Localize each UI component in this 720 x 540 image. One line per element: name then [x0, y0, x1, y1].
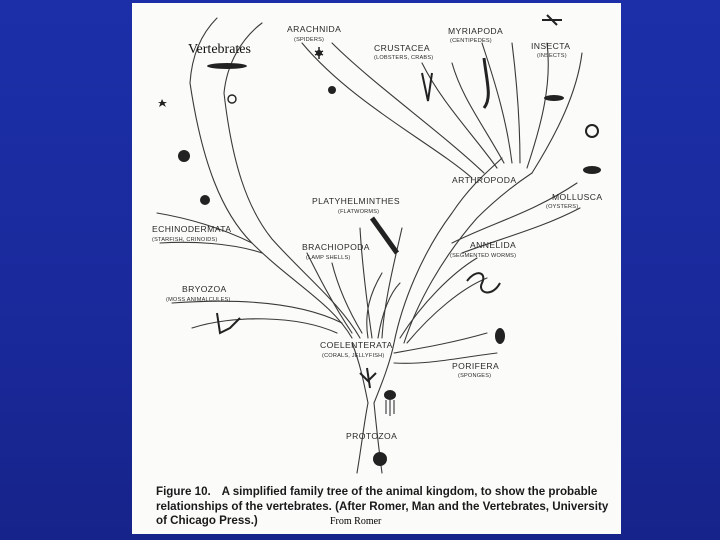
clam-icon — [583, 166, 601, 174]
label-myriapoda: MYRIAPODA — [448, 26, 503, 36]
sea-urchin-icon — [200, 195, 210, 205]
centipede-icon — [482, 57, 490, 109]
branch-brachiopoda — [306, 252, 363, 334]
sponge-icon — [495, 328, 505, 344]
branch-bryozoa — [171, 300, 343, 334]
label-coelenterata: COELENTERATA — [320, 340, 393, 350]
label-brachiopoda: BRACHIOPODA — [302, 242, 370, 252]
credit-text: From Romer — [330, 516, 382, 527]
label-bryozoa: BRYOZOA — [182, 284, 227, 294]
caption-number: Figure 10. — [156, 485, 211, 498]
label-echinodermata: ECHINODERMATA — [152, 224, 231, 234]
branch-platyhelminthes — [359, 227, 403, 339]
label-bryozoa-sub: (MOSS ANIMALCULES) — [166, 297, 231, 303]
label-annelida: ANNELIDA — [470, 240, 516, 250]
organism-illustrations — [158, 14, 601, 466]
label-arachnida-sub: (SPIDERS) — [294, 37, 324, 43]
label-myriapoda-sub: (CENTIPEDES) — [450, 38, 492, 44]
coral-icon — [359, 367, 377, 389]
branch-arachnida — [301, 42, 485, 179]
worm-icon — [466, 272, 501, 294]
caption-text: A simplified family tree of the animal k… — [156, 485, 609, 528]
bryozoa-icon — [216, 312, 241, 335]
label-mollusca-sub: (OYSTERS) — [546, 204, 578, 210]
label-porifera-sub: (SPONGES) — [458, 373, 491, 379]
label-coelenterata-sub: (CORALS, JELLYFISH) — [322, 353, 384, 359]
ant-icon — [544, 95, 564, 101]
label-vertebrates: Vertebrates — [188, 42, 251, 57]
scorpion-icon — [328, 86, 336, 94]
figure-caption: Figure 10. A simplified family tree of t… — [156, 485, 616, 529]
branch-porifera — [393, 332, 498, 364]
branch-annelida — [399, 257, 488, 344]
label-crustacea: CRUSTACEA — [374, 43, 430, 53]
starfish-icon — [158, 99, 167, 107]
branch-insecta — [526, 42, 583, 174]
label-crustacea-sub: (LOBSTERS, CRABS) — [374, 55, 433, 61]
branch-myriapoda — [481, 42, 521, 164]
label-insecta: INSECTA — [531, 41, 570, 51]
label-protozoa: PROTOZOA — [346, 431, 397, 441]
lizard-icon — [227, 94, 237, 104]
snail-icon — [585, 124, 599, 138]
label-brachiopoda-sub: (LAMP SHELLS) — [306, 255, 350, 261]
family-tree-diagram: Vertebrates ARACHNIDA (SPIDERS) CRUSTACE… — [152, 14, 602, 474]
branch-crustacea — [421, 62, 505, 169]
jellyfish-icon — [384, 390, 396, 400]
label-mollusca: MOLLUSCA — [552, 192, 602, 202]
label-echinodermata-sub: (STARFISH, CRINOIDS) — [152, 237, 217, 243]
phylogeny-figure: Vertebrates ARACHNIDA (SPIDERS) CRUSTACE… — [132, 3, 621, 534]
label-platyhelminthes-sub: (FLATWORMS) — [338, 209, 379, 215]
branch-vertebrates — [189, 17, 263, 94]
branch-mollusca — [451, 182, 581, 254]
protozoan-icon — [373, 452, 387, 466]
label-platyhelminthes: PLATYHELMINTHES — [312, 196, 400, 206]
branch-coelenterata — [351, 342, 395, 404]
label-insecta-sub: (INSECTS) — [537, 53, 567, 59]
label-porifera: PORIFERA — [452, 361, 499, 371]
fish-icon — [207, 63, 247, 69]
label-annelida-sub: (SEGMENTED WORMS) — [450, 253, 516, 259]
label-arthropoda: ARTHROPODA — [452, 175, 516, 185]
branch-arthropoda — [393, 157, 503, 344]
branch-echinodermata — [156, 212, 263, 254]
lobster-icon — [421, 72, 433, 102]
label-arachnida: ARACHNIDA — [287, 24, 341, 34]
insect-icon — [542, 14, 562, 26]
flatworm-icon — [369, 216, 400, 255]
crinoid-icon — [178, 150, 190, 162]
